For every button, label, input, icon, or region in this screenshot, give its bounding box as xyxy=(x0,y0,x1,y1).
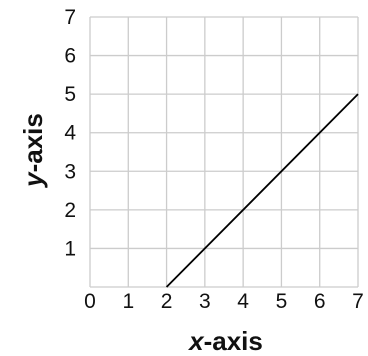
x-tick-label-0: 0 xyxy=(84,290,96,313)
x-tick-label-5: 5 xyxy=(276,290,288,313)
x-axis-title-rest: -axis xyxy=(204,326,263,356)
y-tick-label-5: 5 xyxy=(64,83,76,106)
y-tick-label-6: 6 xyxy=(64,45,76,68)
y-tick-label-4: 4 xyxy=(64,122,76,145)
series-line-0 xyxy=(165,93,359,288)
y-tick-label-7: 7 xyxy=(64,6,76,29)
x-tick-label-1: 1 xyxy=(122,290,134,313)
y-tick-label-3: 3 xyxy=(64,160,76,183)
y-axis-title: y-axis xyxy=(18,113,48,189)
y-tick-label-2: 2 xyxy=(64,199,76,222)
y-tick-label-1: 1 xyxy=(64,237,76,260)
chart-series xyxy=(165,93,359,288)
x-axis-title: x-axis xyxy=(187,326,263,356)
y-tick-labels: 1 2 3 4 5 6 7 xyxy=(64,6,76,260)
x-tick-labels: 0 1 2 3 4 5 6 7 xyxy=(84,290,364,313)
y-axis-title-var: y xyxy=(18,171,48,189)
x-tick-label-7: 7 xyxy=(352,290,364,313)
x-tick-label-6: 6 xyxy=(314,290,326,313)
x-tick-label-3: 3 xyxy=(199,290,211,313)
x-axis-title-var: x xyxy=(187,326,205,356)
x-tick-label-4: 4 xyxy=(237,290,249,313)
chart-grid xyxy=(89,16,359,288)
y-axis-title-rest: -axis xyxy=(18,113,48,172)
x-tick-label-2: 2 xyxy=(161,290,173,313)
